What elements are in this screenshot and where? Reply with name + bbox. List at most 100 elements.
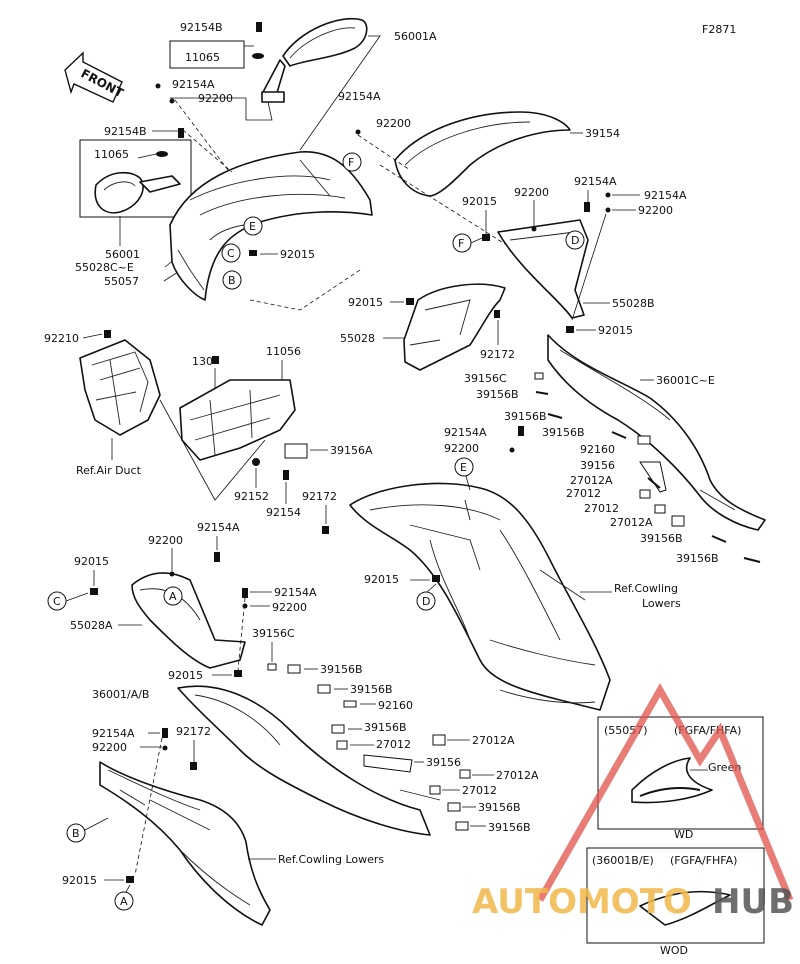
marker-f1: F	[342, 152, 362, 172]
svg-text:27012: 27012	[566, 487, 601, 500]
svg-text:(36001B/E): (36001B/E)	[592, 854, 654, 867]
label-92152: 92152	[234, 490, 269, 503]
svg-text:27012A: 27012A	[570, 474, 613, 487]
svg-text:39156: 39156	[426, 756, 461, 769]
svg-text:27012: 27012	[376, 738, 411, 751]
svg-text:92160: 92160	[378, 699, 413, 712]
label-55057: 55057	[104, 275, 139, 288]
label-55028a: 55028A	[70, 619, 113, 632]
label-92154a-l: 92154A	[197, 521, 240, 534]
mirror-rh	[261, 18, 368, 103]
label-92172c: 92172	[176, 725, 211, 738]
inset-55057: (55057) (FGFA/FHFA) Green WD	[597, 716, 764, 841]
label-92154a-bl: 92154A	[92, 727, 135, 740]
label-55028: 55028	[340, 332, 375, 345]
front-arrow: FRONT	[64, 51, 126, 103]
svg-text:D: D	[422, 595, 430, 608]
label-92200-win: 92200	[376, 117, 411, 130]
marker-a1: A	[163, 586, 183, 606]
label-56001: 56001	[105, 248, 140, 261]
label-11065-top: 11065	[185, 51, 220, 64]
label-92154b-left: 92154B	[104, 125, 147, 138]
label-92210: 92210	[44, 332, 79, 345]
label-130: 130	[192, 355, 213, 368]
svg-text:E: E	[460, 461, 467, 474]
label-92200-l: 92200	[148, 534, 183, 547]
svg-text:(FGFA/FHFA): (FGFA/FHFA)	[670, 854, 737, 867]
label-92154a-r1: 92154A	[574, 175, 617, 188]
label-92200-l2: 92200	[272, 601, 307, 614]
svg-text:D: D	[571, 234, 579, 247]
svg-text:A: A	[120, 895, 128, 908]
label-92154a-top: 92154A	[172, 78, 215, 91]
label-39156c-2: 39156C	[252, 627, 295, 640]
label-92015-d: 92015	[364, 573, 399, 586]
svg-text:F: F	[458, 237, 464, 250]
inner-cowl	[403, 283, 506, 371]
decal-list-center: 39156B 39156B 92160 39156B 27012 39156 2…	[287, 663, 539, 834]
marker-c1: C	[221, 243, 241, 263]
marker-d1: D	[565, 230, 585, 250]
svg-text:C: C	[227, 247, 235, 260]
sticker-39156a	[284, 443, 308, 459]
svg-text:HUB: HUB	[712, 882, 794, 922]
label-ref-lowers: Lowers	[642, 597, 681, 610]
label-92200-top: 92200	[198, 92, 233, 105]
label-ref-cowling: Ref.Cowling	[614, 582, 678, 595]
duct-panel	[179, 379, 296, 461]
marker-c2: C	[47, 591, 67, 611]
svg-text:39156B: 39156B	[488, 821, 531, 834]
svg-text:C: C	[53, 595, 61, 608]
svg-text:27012A: 27012A	[496, 769, 539, 782]
marker-e2: E	[454, 457, 474, 477]
svg-text:39156C: 39156C	[464, 372, 507, 385]
svg-text:WOD: WOD	[660, 944, 688, 957]
inner-cover-r	[497, 219, 589, 319]
svg-text:92154A: 92154A	[444, 426, 487, 439]
svg-text:27012A: 27012A	[472, 734, 515, 747]
mirror-box-left	[79, 139, 192, 218]
marker-b2: B	[66, 823, 86, 843]
svg-text:39156B: 39156B	[320, 663, 363, 676]
label-92015-l3: 92015	[168, 669, 203, 682]
inner-cover-l	[131, 572, 246, 669]
label-92200-bl: 92200	[92, 741, 127, 754]
label-36001-a-b: 36001/A/B	[92, 688, 149, 701]
side-fairing-center	[349, 482, 611, 711]
svg-text:39156B: 39156B	[476, 388, 519, 401]
label-ref-cowling-lowers-b: Ref.Cowling Lowers	[278, 853, 384, 866]
label-36001c-e: 36001C~E	[656, 374, 715, 387]
svg-text:39156B: 39156B	[504, 410, 547, 423]
label-39154: 39154	[585, 127, 620, 140]
svg-text:39156B: 39156B	[350, 683, 393, 696]
svg-text:39156B: 39156B	[676, 552, 719, 565]
svg-text:B: B	[72, 827, 80, 840]
label-92200-r2: 92200	[638, 204, 673, 217]
svg-text:27012A: 27012A	[610, 516, 653, 529]
svg-text:92200: 92200	[444, 442, 479, 455]
label-92172b: 92172	[302, 490, 337, 503]
label-92172: 92172	[480, 348, 515, 361]
grommet-box-top	[169, 40, 245, 69]
marker-e1: E	[243, 216, 263, 236]
label-92015-r2: 92015	[598, 324, 633, 337]
windshield	[394, 111, 571, 197]
bolt-92154b-top	[256, 22, 262, 32]
svg-text:27012: 27012	[584, 502, 619, 515]
label-92200-r1: 92200	[514, 186, 549, 199]
label-55028b: 55028B	[612, 297, 655, 310]
watermark-logo: AUTOMOTO HUB	[472, 682, 794, 922]
label-92015-mid: 92015	[280, 248, 315, 261]
label-39156a: 39156A	[330, 444, 373, 457]
svg-text:WD: WD	[674, 828, 693, 841]
label-56001a: 56001A	[394, 30, 437, 43]
label-92015-l: 92015	[74, 555, 109, 568]
mirror-lh	[94, 171, 181, 214]
label-92015-r: 92015	[462, 195, 497, 208]
label-92015-bl: 92015	[62, 874, 97, 887]
figure-code: F2871	[702, 23, 736, 36]
label-11065-left: 11065	[94, 148, 129, 161]
marker-b1: B	[222, 270, 242, 290]
air-duct	[79, 339, 161, 436]
